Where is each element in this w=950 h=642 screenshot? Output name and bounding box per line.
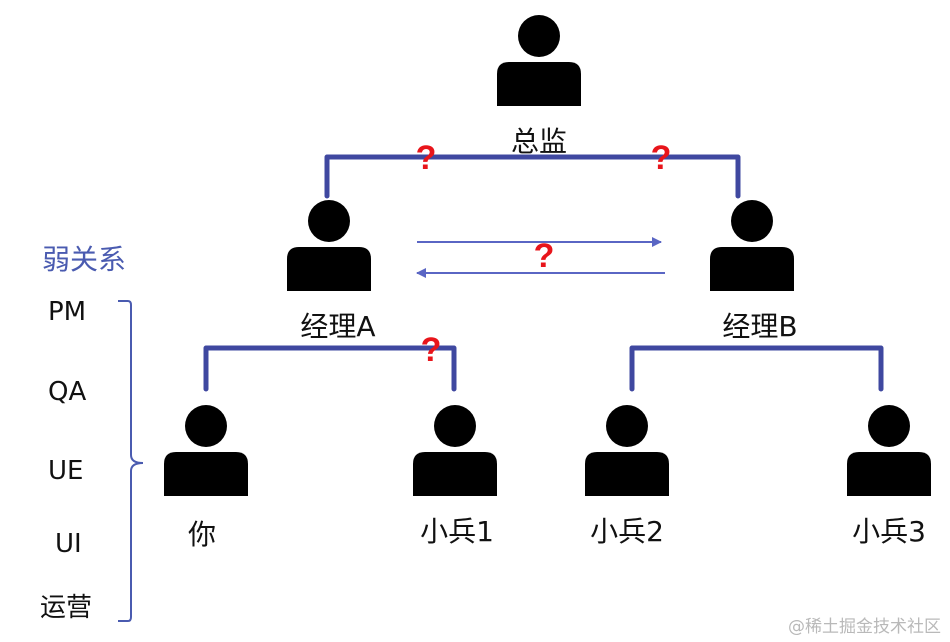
- person-icon: [585, 405, 669, 496]
- manager-b-connector: [629, 345, 884, 392]
- director-label: 总监: [511, 125, 567, 158]
- role-label: UI: [55, 529, 82, 559]
- person-icon: [164, 405, 248, 496]
- person-icon: [497, 15, 581, 106]
- person-icon: [847, 405, 931, 496]
- weak-relations-heading: 弱关系: [42, 243, 126, 276]
- role-label: PM: [48, 297, 86, 327]
- you-label: 你: [188, 518, 216, 551]
- question-mark: ?: [651, 139, 672, 177]
- soldier-3-label: 小兵3: [852, 515, 926, 548]
- role-label: 运营: [40, 593, 92, 623]
- soldier-1-label: 小兵1: [420, 515, 494, 548]
- manager-a-label: 经理A: [300, 310, 375, 343]
- person-icon: [710, 200, 794, 291]
- question-mark: ?: [421, 331, 442, 369]
- person-icon: [287, 200, 371, 291]
- question-mark: ?: [416, 139, 437, 177]
- manager-b-label: 经理B: [722, 310, 797, 343]
- manager-a-connector: [203, 345, 457, 392]
- role-label: UE: [48, 456, 83, 486]
- roles-brace: [118, 300, 144, 622]
- person-icon: [413, 405, 497, 496]
- question-mark: ?: [534, 237, 555, 275]
- director-connector: [324, 154, 741, 199]
- role-label: QA: [48, 377, 86, 407]
- soldier-2-label: 小兵2: [590, 515, 664, 548]
- watermark: @稀土掘金技术社区: [788, 617, 941, 637]
